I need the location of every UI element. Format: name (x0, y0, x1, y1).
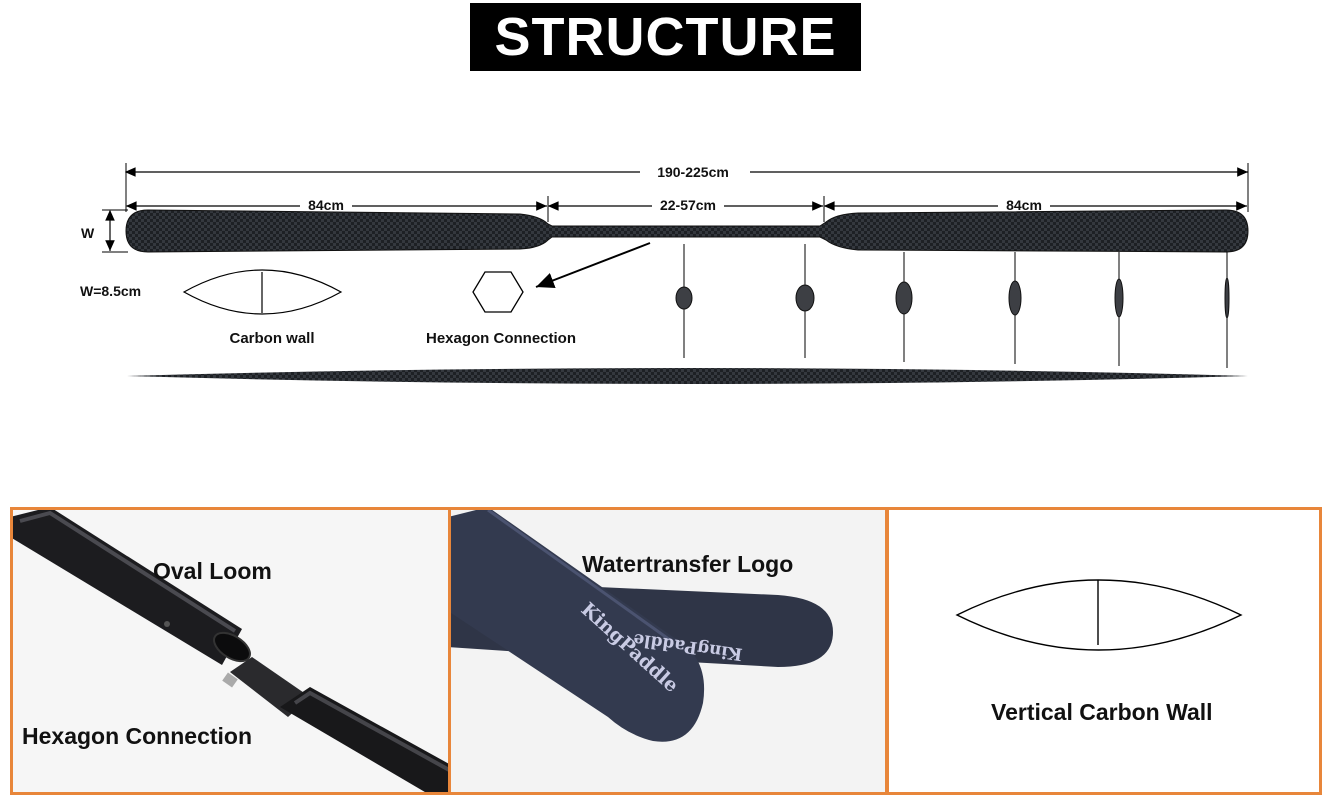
hexagon-connection-caption: Hexagon Connection (22, 723, 253, 749)
cross-section-6 (1224, 277, 1230, 319)
total-length-label: 190-225cm (657, 164, 729, 180)
shaft-cross-sections (675, 244, 1230, 368)
cross-section-3 (895, 281, 913, 315)
hexagon-connection-label: Hexagon Connection (426, 330, 576, 347)
watertransfer-logo-caption: Watertransfer Logo (582, 551, 794, 577)
blade-logo-photo: KingPaddle KingPaddle (451, 510, 885, 792)
carbon-wall-label: Carbon wall (229, 330, 314, 347)
shaft-length-label: 22-57cm (660, 197, 716, 213)
vertical-carbon-wall-diagram (955, 579, 1243, 651)
cross-section-5 (1114, 278, 1124, 318)
blade-right-label: 84cm (1006, 197, 1042, 213)
oval-loom-caption: Oval Loom (153, 558, 272, 584)
width-symbol-label: W (81, 225, 95, 241)
page-title: STRUCTURE (470, 3, 861, 71)
panel-oval-loom: Oval Loom Hexagon Connection (10, 507, 451, 795)
hexagon-icon (472, 271, 524, 313)
width-value-label: W=8.5cm (80, 283, 141, 299)
panel-watertransfer-logo: KingPaddle KingPaddle Watertransfer Logo (448, 507, 888, 795)
cross-section-4 (1008, 280, 1022, 316)
hexagon-pointer-arrow (535, 242, 651, 288)
paddle-structure-diagram: 190-225cm 84cm 22-57cm 84cm W W=8.5cm Ca… (80, 162, 1249, 384)
paddle-side-view (126, 368, 1248, 384)
paddle-top-view (125, 209, 1249, 253)
cross-section-2 (795, 284, 815, 312)
shaft-connection-photo (13, 510, 448, 792)
panel-vertical-carbon-wall: Vertical Carbon Wall (886, 507, 1322, 795)
blade-left-label: 84cm (308, 197, 344, 213)
vertical-carbon-wall-caption: Vertical Carbon Wall (991, 699, 1213, 725)
cross-section-1 (675, 286, 693, 310)
